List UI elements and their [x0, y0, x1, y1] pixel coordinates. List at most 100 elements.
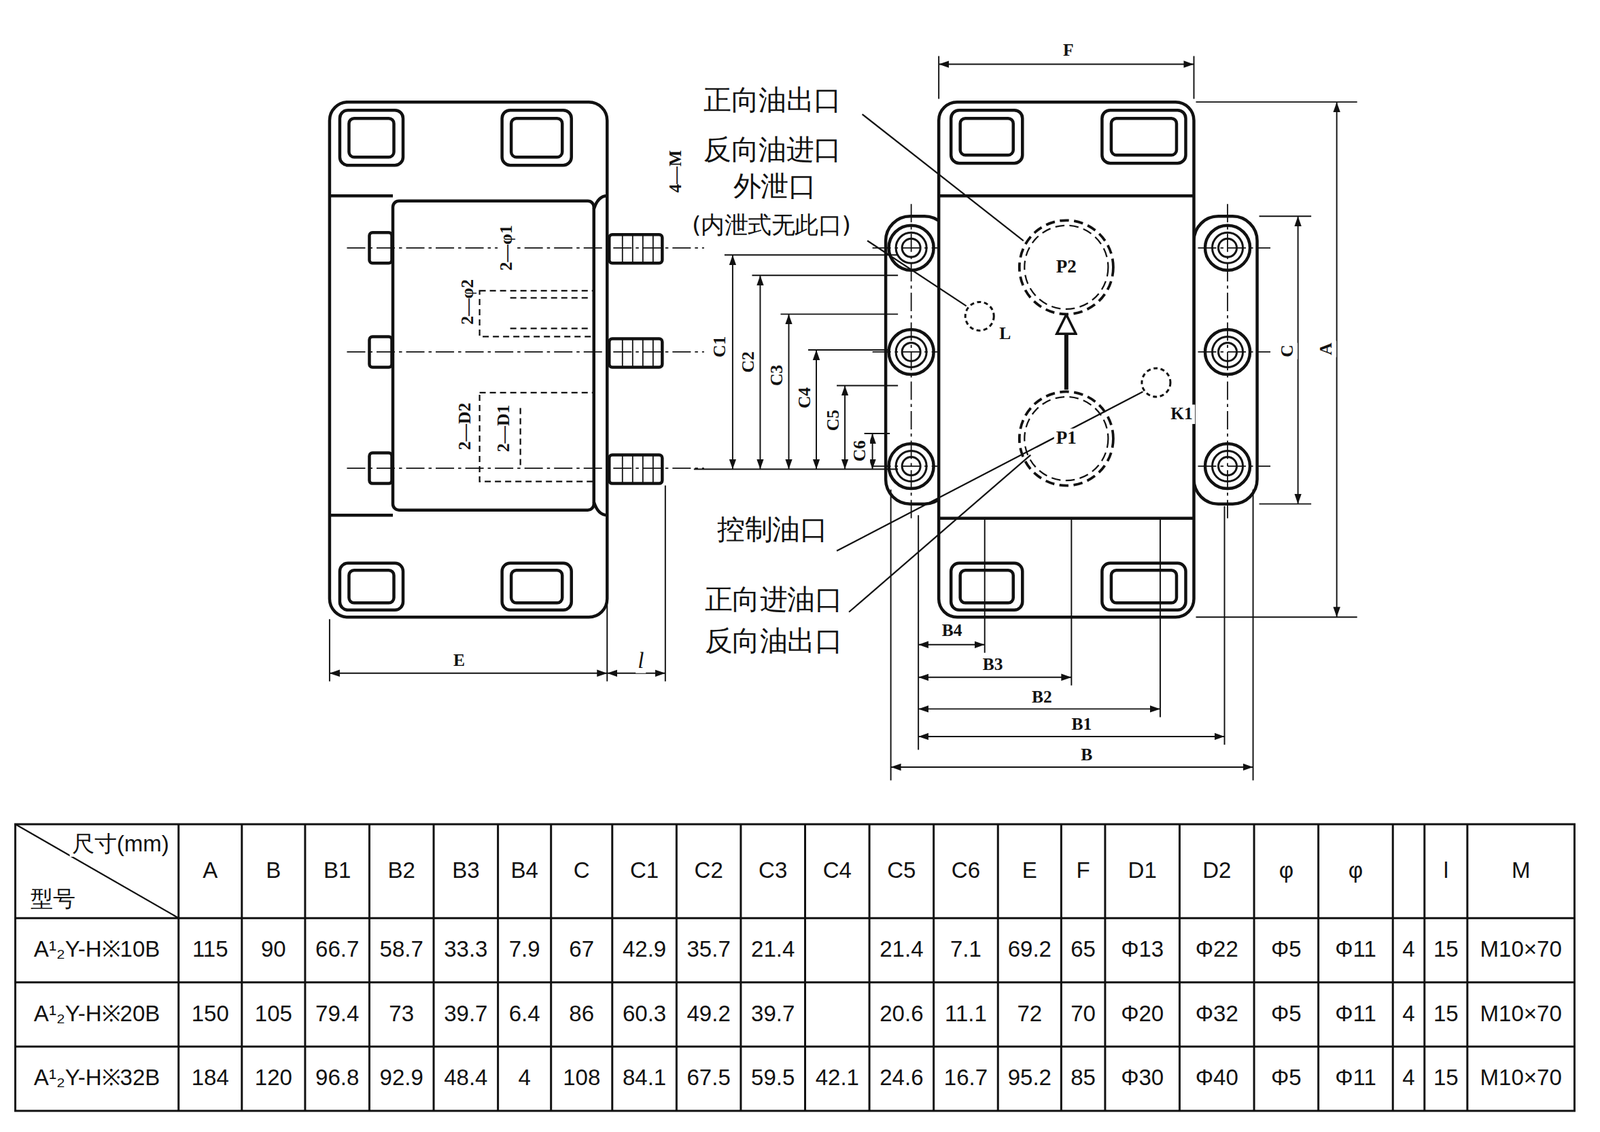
port-name: P2: [1054, 256, 1079, 278]
column-header: F: [1074, 859, 1093, 884]
side-view: [329, 101, 607, 618]
side-view: [609, 455, 663, 484]
model-name: A¹₂Y-H※32B: [31, 1066, 163, 1091]
column-header: B2: [386, 859, 418, 884]
dimension-lines: [1196, 101, 1358, 618]
column-header: C: [571, 859, 593, 884]
table-cell: 4: [1400, 1001, 1417, 1027]
hidden-lines: [510, 297, 593, 469]
dimension-arrows: [872, 433, 874, 470]
dimension-label: 2—D1: [494, 403, 514, 455]
table-cell: 120: [252, 1066, 295, 1091]
side-view: [502, 110, 572, 166]
small-port: [1141, 368, 1171, 397]
table-cell: 33.3: [441, 937, 490, 963]
callout-text: 外泄口: [731, 171, 819, 202]
table-cell: 7.9: [507, 937, 543, 963]
dimension-arrows: [918, 736, 1225, 738]
bolt-symbol: [895, 336, 927, 368]
dimension-arrows: [918, 708, 1161, 710]
table-cell: 73: [386, 1001, 416, 1027]
table-cell: 115: [190, 937, 231, 963]
table-cell: 21.4: [877, 937, 926, 963]
side-view: [339, 563, 404, 611]
bolt-symbol: [1205, 443, 1250, 489]
table-cell: 48.4: [441, 1066, 490, 1091]
column-header: C6: [949, 859, 983, 884]
table-cell: 70: [1068, 1001, 1098, 1027]
side-view: [348, 570, 394, 603]
side-view: [502, 563, 572, 611]
dimension-label: B4: [940, 621, 965, 641]
table-cell: 15: [1431, 937, 1461, 963]
front-view: [1101, 563, 1186, 611]
table-cell: 184: [189, 1066, 232, 1091]
table-cell: 11.1: [942, 1001, 989, 1027]
dimension-arrows: [759, 275, 761, 469]
dimension-label: C: [1278, 342, 1298, 359]
table-cell: 39.7: [441, 1001, 490, 1027]
table-cell: 86: [566, 1001, 597, 1027]
table-cell: 72: [1014, 1001, 1045, 1027]
table-cell: 67.5: [684, 1066, 733, 1091]
leader-lines: [867, 240, 967, 306]
dimension-lines: [329, 485, 666, 682]
table-cell: 66.7: [313, 937, 361, 963]
port-name: P1: [1054, 428, 1079, 450]
table-cell: 59.5: [749, 1066, 797, 1091]
table-cell: 108: [560, 1066, 603, 1091]
dimension-label: 2—φ1: [497, 222, 517, 273]
callout-text: 控制油口: [715, 514, 830, 546]
bolt-symbol: [1205, 225, 1250, 271]
port-circle: P2: [1017, 218, 1116, 317]
flow-arrow: [1064, 316, 1069, 390]
table-cell: Φ22: [1193, 937, 1241, 963]
dimension-lines: [938, 56, 1194, 100]
bolt-symbol: [895, 451, 927, 482]
side-view: [329, 195, 607, 516]
dimension-label: B1: [1069, 715, 1094, 735]
column-header: M: [1509, 859, 1533, 884]
column-header: D1: [1126, 859, 1159, 884]
front-view: [1193, 216, 1257, 504]
bolt-symbol: [901, 238, 921, 257]
dimension-label: 4—M: [666, 148, 686, 195]
front-view: [950, 110, 1023, 164]
table-grid: [178, 824, 1468, 1112]
table-cell: 69.2: [1005, 937, 1054, 963]
callout-text: 反向油进口: [701, 134, 844, 166]
table-cell: 85: [1068, 1066, 1098, 1091]
dimension-arrows: [788, 314, 790, 469]
table-cell: Φ13: [1118, 937, 1166, 963]
bolt-symbol: [1205, 329, 1250, 375]
column-header: E: [1020, 859, 1040, 884]
dimension-label: 2—φ2: [458, 277, 478, 327]
callout-text: 反向油出口: [702, 625, 845, 657]
table-cell: 42.9: [620, 937, 669, 963]
dimension-label: C5: [824, 407, 844, 433]
table-cell: 39.7: [749, 1001, 797, 1027]
column-header: C4: [821, 859, 854, 884]
side-view: [329, 101, 663, 618]
dimension-arrows: [891, 766, 1254, 769]
dimension-label: C4: [795, 385, 815, 411]
table-cell: 84.1: [620, 1066, 669, 1091]
bolt-symbol: [1212, 232, 1244, 264]
side-view: [339, 110, 404, 166]
dimension-lines: [891, 490, 1254, 781]
dimension-arrows: [918, 644, 985, 646]
bolt-symbol: [889, 443, 934, 489]
column-header: C1: [628, 859, 661, 884]
leader-lines: [848, 455, 1031, 613]
table-grid: [15, 824, 1575, 1112]
front-view: [1111, 118, 1177, 155]
dimension-label: A: [1317, 340, 1337, 357]
dimension-label: C6: [850, 438, 871, 464]
port-circle: P1: [1017, 389, 1116, 488]
thread-lines: [622, 234, 654, 484]
column-header: B3: [449, 859, 482, 884]
thread-lines: [622, 234, 654, 484]
dimension-label: B2: [1029, 688, 1055, 708]
bolt-symbol: [1218, 238, 1238, 257]
